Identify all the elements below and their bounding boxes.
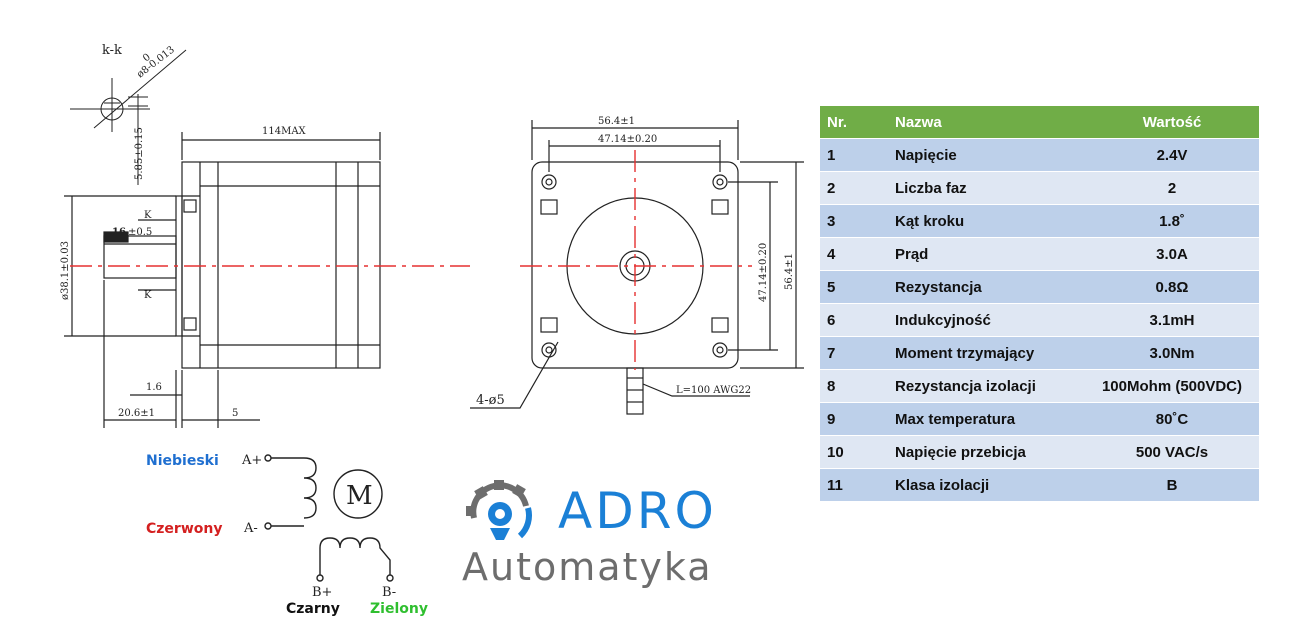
row-name: Napięcie przebicja (895, 435, 1085, 469)
pin-a-minus: A- (243, 521, 258, 536)
logo-top-text: ADRO (558, 482, 717, 540)
front-center-lines (520, 150, 752, 370)
k-marker-top: K (144, 210, 152, 221)
row-nr: 5 (820, 270, 895, 304)
shaft-length-dim: 20.6±1 (118, 408, 155, 419)
key-depth-dim: 5.85±0.15 (134, 127, 145, 180)
row-name: Rezystancja izolacji (895, 369, 1085, 403)
gear-icon (466, 480, 532, 540)
row-nr: 4 (820, 237, 895, 271)
wire-a-plus-color: Niebieski (146, 453, 219, 469)
row-nr: 8 (820, 369, 895, 403)
header-name: Nazwa (895, 106, 1085, 139)
row-value: 1.8˚ (1085, 204, 1259, 238)
shaft-diameter-tol: 0 (141, 52, 153, 65)
row-name: Liczba faz (895, 171, 1085, 205)
side-view (64, 132, 381, 428)
row-nr: 11 (820, 468, 895, 501)
row-name: Prąd (895, 237, 1085, 271)
row-value: 3.0Nm (1085, 336, 1259, 370)
key-length-tol: ±0.5 (128, 227, 152, 238)
header-value: Wartość (1085, 106, 1259, 139)
cable-spec: L=100 AWG22 (676, 385, 751, 396)
row-name: Klasa izolacji (895, 468, 1085, 501)
step-length-dim: 5 (232, 408, 238, 419)
row-name: Rezystancja (895, 270, 1085, 304)
row-name: Kąt kroku (895, 204, 1085, 238)
length-max-dim: 114MAX (262, 126, 307, 137)
row-value: 2 (1085, 171, 1259, 205)
section-label: k-k (102, 43, 122, 58)
front-view (470, 120, 804, 415)
row-nr: 3 (820, 204, 895, 238)
pin-b-minus: B- (382, 585, 396, 600)
row-value: 0.8Ω (1085, 270, 1259, 304)
row-nr: 9 (820, 402, 895, 436)
wire-a-minus-color: Czerwony (146, 521, 222, 537)
wiring-diagram (264, 454, 394, 582)
row-value: 80˚C (1085, 402, 1259, 436)
section-kk-view: k-k (70, 43, 187, 185)
row-nr: 2 (820, 171, 895, 205)
row-nr: 10 (820, 435, 895, 469)
row-value: 500 VAC/s (1085, 435, 1259, 469)
height-outer-dim: 56.4±1 (784, 253, 795, 290)
motor-symbol: M (346, 481, 373, 511)
row-value: B (1085, 468, 1259, 501)
row-value: 3.0A (1085, 237, 1259, 271)
row-name: Indukcyjność (895, 303, 1085, 337)
header-nr: Nr. (820, 106, 895, 139)
row-value: 2.4V (1085, 138, 1259, 172)
holes-dim: 4-ø5 (476, 393, 505, 408)
row-value: 3.1mH (1085, 303, 1259, 337)
row-value: 100Mohm (500VDC) (1085, 369, 1259, 403)
flange-thickness-dim: 1.6 (146, 382, 162, 393)
pin-a-plus: A+ (241, 453, 262, 468)
pilot-diameter-dim: ø38.1±0.03 (60, 241, 71, 300)
wire-b-plus-color: Czarny (286, 601, 340, 617)
k-marker-bottom: K (144, 290, 152, 301)
row-nr: 6 (820, 303, 895, 337)
key-length-dim: 16 (112, 227, 126, 238)
width-outer-dim: 56.4±1 (598, 116, 635, 127)
row-name: Napięcie (895, 138, 1085, 172)
height-hole-dim: 47.14±0.20 (758, 243, 769, 302)
adro-automatyka-logo: ADRO Automatyka (462, 478, 792, 598)
row-nr: 1 (820, 138, 895, 172)
width-hole-dim: 47.14±0.20 (598, 134, 657, 145)
row-name: Max temperatura (895, 402, 1085, 436)
row-nr: 7 (820, 336, 895, 370)
logo-bottom-text: Automatyka (462, 545, 713, 589)
pin-b-plus: B+ (312, 585, 332, 600)
wire-b-minus-color: Zielony (370, 601, 428, 617)
table-header-row: Nr. Nazwa Wartość (820, 106, 1259, 139)
row-name: Moment trzymający (895, 336, 1085, 370)
